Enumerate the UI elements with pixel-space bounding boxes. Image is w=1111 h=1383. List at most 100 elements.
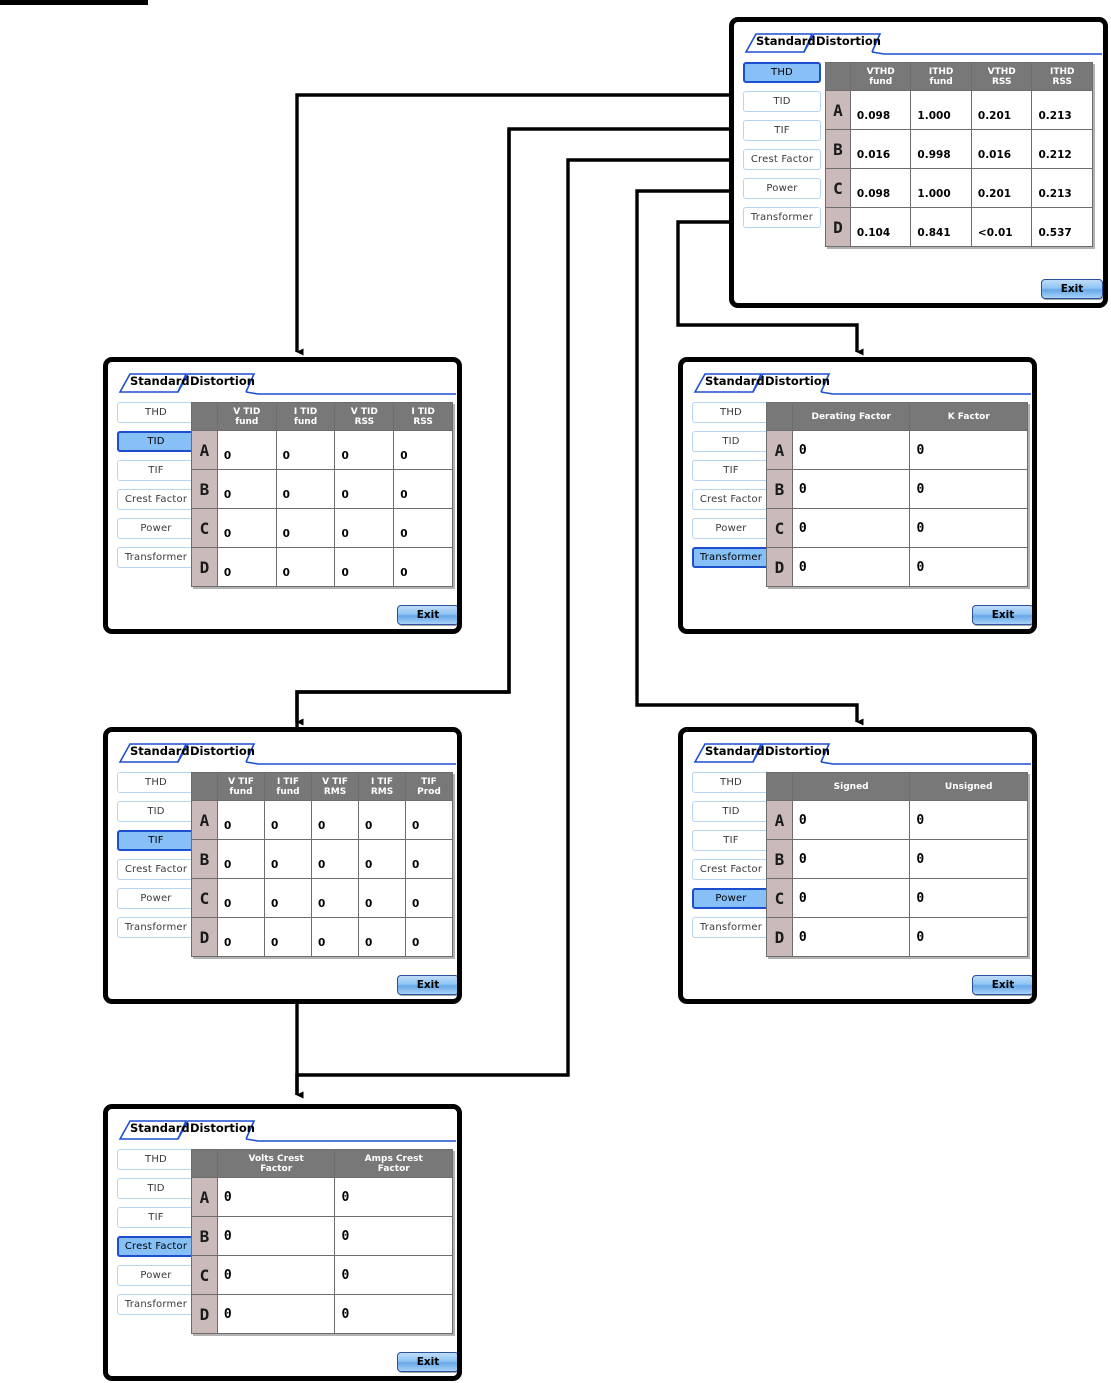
tab-standard[interactable]: Standard xyxy=(705,744,765,758)
menu-item-power[interactable]: Power xyxy=(692,518,770,539)
menu-item-tif[interactable]: TIF xyxy=(117,460,195,481)
panel-thd: Standard Distortion THD TID TIF Crest Fa… xyxy=(729,17,1108,308)
tab-standard[interactable]: Standard xyxy=(756,34,816,48)
table-cell: 0 xyxy=(311,917,359,957)
menu-item-transformer[interactable]: Transformer xyxy=(743,207,821,228)
row-label: A xyxy=(825,90,851,130)
tab-standard[interactable]: Standard xyxy=(130,744,190,758)
menu-item-tid[interactable]: TID xyxy=(692,801,770,822)
menu-item-thd[interactable]: THD xyxy=(692,402,770,423)
exit-button[interactable]: Exit xyxy=(397,605,457,625)
tab-standard[interactable]: Standard xyxy=(130,1121,190,1135)
table-cell: 0.213 xyxy=(1031,168,1093,208)
table-cell: 0 xyxy=(393,508,453,548)
column-header: Derating Factor xyxy=(791,402,911,431)
menu-item-tid[interactable]: TID xyxy=(117,431,195,452)
row-label: B xyxy=(766,839,793,879)
menu-item-tid[interactable]: TID xyxy=(117,801,195,822)
menu-item-crest-factor[interactable]: Crest Factor xyxy=(692,489,770,510)
table-cell: 0.841 xyxy=(910,207,972,247)
table-cell: 0 xyxy=(216,469,277,509)
menu-item-power[interactable]: Power xyxy=(692,888,770,909)
tab-standard[interactable]: Standard xyxy=(705,374,765,388)
table-cell: 0 xyxy=(216,547,277,587)
menu-item-thd[interactable]: THD xyxy=(117,1149,195,1170)
table-cell: 0 xyxy=(264,839,312,879)
menu-item-crest-factor[interactable]: Crest Factor xyxy=(117,859,195,880)
menu-item-crest-factor[interactable]: Crest Factor xyxy=(743,149,821,170)
tab-distortion[interactable]: Distortion xyxy=(765,744,830,758)
exit-button[interactable]: Exit xyxy=(1041,279,1103,299)
table-cell: 0 xyxy=(405,917,453,957)
menu-item-tif[interactable]: TIF xyxy=(692,830,770,851)
table-cell: 0 xyxy=(791,839,911,879)
table-cell: 0 xyxy=(405,839,453,879)
menu-item-thd[interactable]: THD xyxy=(117,402,195,423)
menu-item-power[interactable]: Power xyxy=(117,888,195,909)
table-cell: 0 xyxy=(264,917,312,957)
panel-tif: Standard Distortion THD TID TIF Crest Fa… xyxy=(103,727,462,1004)
menu-item-thd[interactable]: THD xyxy=(692,772,770,793)
menu-item-thd[interactable]: THD xyxy=(743,62,821,83)
exit-button[interactable]: Exit xyxy=(972,975,1032,995)
menu-item-crest-factor[interactable]: Crest Factor xyxy=(692,859,770,880)
column-header: K Factor xyxy=(909,402,1028,431)
menu-item-transformer[interactable]: Transformer xyxy=(692,917,770,938)
row-label: D xyxy=(191,917,218,957)
row-label: D xyxy=(766,547,793,587)
tab-standard[interactable]: Standard xyxy=(130,374,190,388)
menu-item-power[interactable]: Power xyxy=(117,1265,195,1286)
tab-distortion[interactable]: Distortion xyxy=(190,744,255,758)
menu-item-tid[interactable]: TID xyxy=(743,91,821,112)
menu-item-thd[interactable]: THD xyxy=(117,772,195,793)
table-cell: 0 xyxy=(358,839,406,879)
menu-item-tif[interactable]: TIF xyxy=(743,120,821,141)
menu-item-transformer[interactable]: Transformer xyxy=(692,547,770,568)
menu-item-tid[interactable]: TID xyxy=(692,431,770,452)
menu-item-power[interactable]: Power xyxy=(117,518,195,539)
exit-button[interactable]: Exit xyxy=(972,605,1032,625)
panel-transformer: Standard Distortion THD TID TIF Crest Fa… xyxy=(678,357,1037,634)
table-cell: 0 xyxy=(311,839,359,879)
menu-item-crest-factor[interactable]: Crest Factor xyxy=(117,1236,195,1257)
tab-distortion[interactable]: Distortion xyxy=(190,1121,255,1135)
table-cell: 1.000 xyxy=(910,90,972,130)
table-cell: 0 xyxy=(334,508,395,548)
table-cell: 0 xyxy=(275,547,336,587)
table-cell: 0 xyxy=(791,430,911,470)
menu-item-transformer[interactable]: Transformer xyxy=(117,547,195,568)
tab-distortion[interactable]: Distortion xyxy=(765,374,830,388)
tab-distortion[interactable]: Distortion xyxy=(816,34,881,48)
sidebar-menu: THD TID TIF Crest Factor Power Transform… xyxy=(117,772,195,946)
menu-item-tid[interactable]: TID xyxy=(117,1178,195,1199)
tab-distortion[interactable]: Distortion xyxy=(190,374,255,388)
sidebar-menu: THD TID TIF Crest Factor Power Transform… xyxy=(743,62,821,236)
exit-button[interactable]: Exit xyxy=(397,975,457,995)
exit-button[interactable]: Exit xyxy=(397,1352,457,1372)
menu-item-tif[interactable]: TIF xyxy=(692,460,770,481)
menu-item-power[interactable]: Power xyxy=(743,178,821,199)
tab-bar: Standard Distortion xyxy=(118,370,456,396)
table-cell: 0 xyxy=(334,1294,453,1334)
menu-item-tif[interactable]: TIF xyxy=(117,1207,195,1228)
table-cell: 0 xyxy=(311,800,359,840)
menu-item-transformer[interactable]: Transformer xyxy=(117,917,195,938)
menu-item-transformer[interactable]: Transformer xyxy=(117,1294,195,1315)
menu-item-tif[interactable]: TIF xyxy=(117,830,195,851)
table-cell: 0 xyxy=(909,878,1028,918)
table-cell: 0 xyxy=(791,469,911,509)
menu-item-crest-factor[interactable]: Crest Factor xyxy=(117,489,195,510)
